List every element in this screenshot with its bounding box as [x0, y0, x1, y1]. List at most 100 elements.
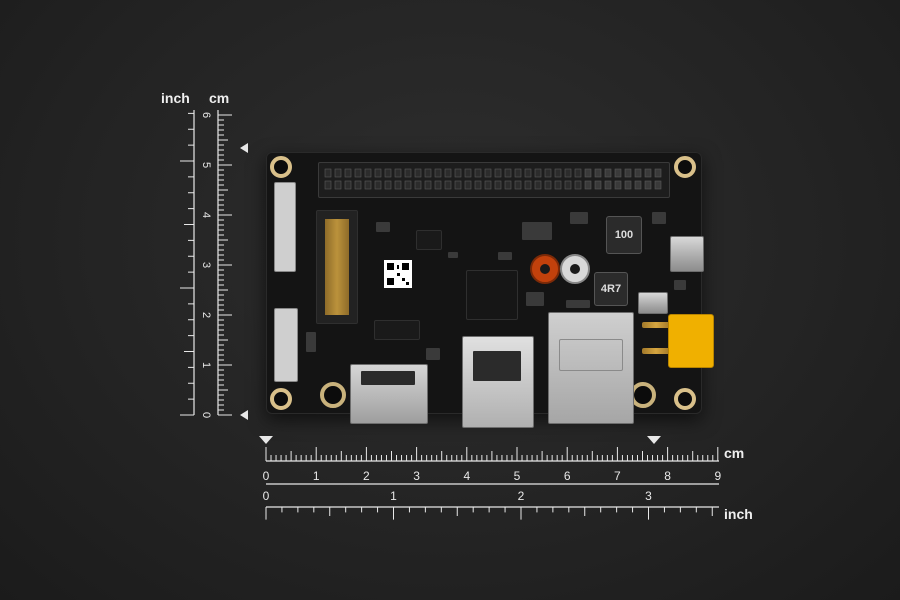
gpio-pin — [354, 180, 362, 190]
gpio-pin — [424, 180, 432, 190]
mounting-hole-inner-left — [320, 382, 346, 408]
gpio-pin — [454, 180, 462, 190]
pcb-board: 100 4R7 — [266, 152, 714, 428]
gpio-pin — [334, 180, 342, 190]
gpio-pin — [444, 168, 452, 178]
gpio-pin — [514, 168, 522, 178]
horizontal-inch-tick-label: 0 — [263, 489, 270, 503]
mounting-hole-bottom-right — [674, 388, 696, 410]
display-ffc-connector — [274, 182, 296, 272]
mounting-hole-top-right — [674, 156, 696, 178]
gpio-pin — [554, 168, 562, 178]
gpio-pin — [654, 180, 662, 190]
gpio-pin — [414, 180, 422, 190]
gpio-pin — [514, 180, 522, 190]
gpio-pin — [474, 168, 482, 178]
gpio-pin — [564, 180, 572, 190]
vertical-cm-tick-3: 3 — [200, 262, 212, 268]
inductor-bottom: 4R7 — [594, 272, 628, 306]
horizontal-cm-tick-label: 3 — [413, 469, 420, 483]
power-pin-2 — [642, 348, 670, 354]
horizontal-cm-tick-label: 0 — [263, 469, 270, 483]
horizontal-inch-tick-label: 1 — [390, 489, 397, 503]
horizontal-cm-tick-label: 5 — [514, 469, 521, 483]
vertical-ruler-ticks — [180, 110, 232, 416]
vertical-ruler-arrow-top — [240, 143, 248, 153]
gpio-pin — [544, 168, 552, 178]
gpio-pin-header — [318, 162, 670, 198]
vertical-ruler-arrow-bottom — [240, 410, 248, 420]
gpio-pin — [564, 168, 572, 178]
smd-part — [652, 212, 666, 224]
inductor-top-label: 100 — [614, 229, 634, 241]
gpio-pin — [504, 180, 512, 190]
gpio-pin — [524, 168, 532, 178]
gpio-pin — [634, 180, 642, 190]
gpio-pin — [354, 168, 362, 178]
smd-part — [674, 280, 686, 290]
gpio-pin — [364, 180, 372, 190]
horizontal-ruler-cm-label: cm — [724, 445, 745, 461]
horizontal-ruler-inch-label: inch — [724, 506, 753, 522]
gpio-pin — [604, 180, 612, 190]
inductor-bottom-label: 4R7 — [600, 283, 622, 295]
gpio-pin — [464, 168, 472, 178]
gpio-pin — [644, 180, 652, 190]
horizontal-cm-tick-label: 1 — [313, 469, 320, 483]
gpio-pin — [464, 180, 472, 190]
smd-part — [376, 222, 390, 232]
horizontal-ruler-arrow-left — [259, 436, 273, 444]
gpio-pin — [614, 168, 622, 178]
gpio-pin — [394, 180, 402, 190]
power-pin-1 — [642, 322, 670, 328]
gpio-pin — [344, 180, 352, 190]
board-to-board-connector — [316, 210, 358, 324]
gpio-pin — [414, 168, 422, 178]
gpio-pin — [324, 180, 332, 190]
smd-part — [566, 300, 590, 308]
inductor-top: 100 — [606, 216, 642, 254]
orange-audio-jack — [530, 254, 560, 284]
horizontal-cm-tick-label: 2 — [363, 469, 370, 483]
vertical-cm-tick-0: 0 — [200, 412, 212, 418]
gpio-pin — [554, 180, 562, 190]
gpio-pin — [394, 168, 402, 178]
gpio-pin — [634, 168, 642, 178]
micro-usb-port — [670, 236, 704, 272]
gpio-pin — [324, 168, 332, 178]
mounting-hole-inner-right — [630, 382, 656, 408]
xt30-power-connector — [668, 314, 714, 368]
gpio-pin — [524, 180, 532, 190]
gpio-pin — [624, 168, 632, 178]
gpio-pin — [504, 168, 512, 178]
ethernet-port — [548, 312, 634, 424]
mounting-hole-bottom-left — [270, 388, 292, 410]
hdmi-port — [350, 364, 428, 424]
gpio-pin — [474, 180, 482, 190]
gpio-pin — [574, 168, 582, 178]
vertical-cm-tick-5: 5 — [200, 162, 212, 168]
main-ic-chip — [466, 270, 518, 320]
ic-chip-lower — [374, 320, 420, 340]
gpio-pin — [454, 168, 462, 178]
smd-part — [448, 252, 458, 258]
gpio-pin — [374, 180, 382, 190]
gpio-pin — [484, 180, 492, 190]
usb-a-port — [462, 336, 534, 428]
gpio-pin — [374, 168, 382, 178]
smd-part — [526, 292, 544, 306]
gpio-pin — [534, 168, 542, 178]
connector-contacts — [325, 219, 349, 315]
gpio-pin — [594, 180, 602, 190]
gpio-pin — [384, 168, 392, 178]
horizontal-inch-tick-label: 3 — [645, 489, 652, 503]
gpio-pin — [384, 180, 392, 190]
vertical-ruler-inch-label: inch — [161, 90, 190, 106]
smd-part — [570, 212, 588, 224]
gpio-pin — [364, 168, 372, 178]
gpio-pin — [494, 168, 502, 178]
horizontal-inch-tick-label: 2 — [518, 489, 525, 503]
smd-part — [522, 222, 552, 240]
